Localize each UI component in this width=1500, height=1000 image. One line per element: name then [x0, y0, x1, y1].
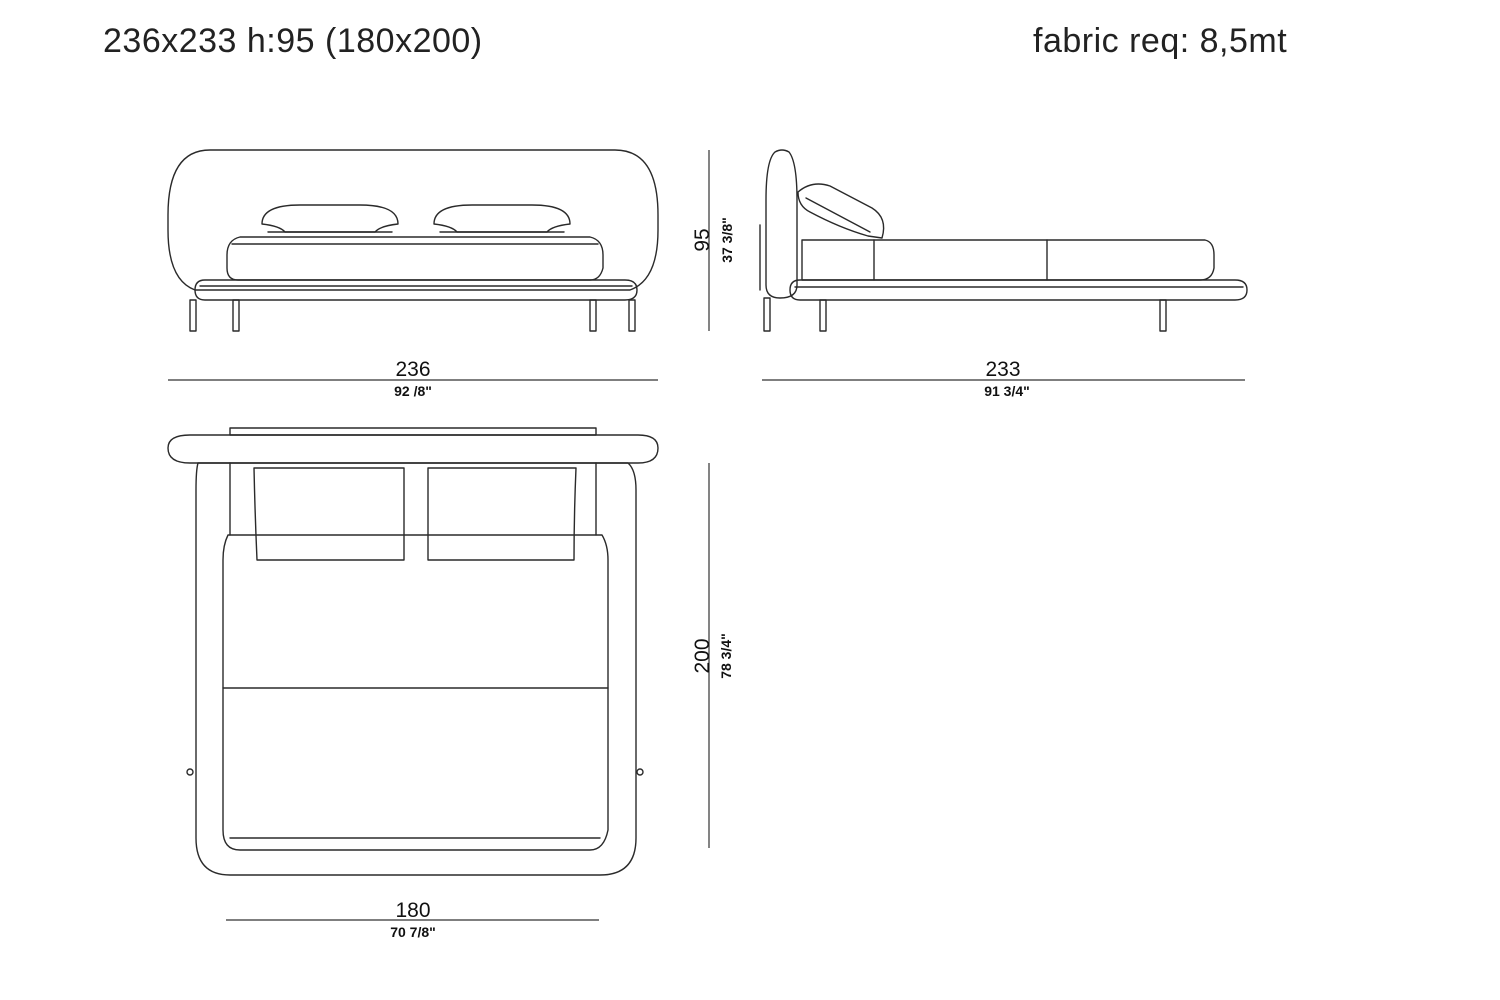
mattress-length-cm: 200 — [691, 638, 714, 673]
front-headboard — [167, 149, 659, 291]
top-mattress — [222, 534, 609, 851]
mattress-width-inch: 70 7/8" — [390, 924, 436, 940]
side-view — [759, 149, 1248, 332]
top-pillow-left — [253, 467, 405, 561]
front-mattress — [226, 236, 604, 281]
header-dimensions: 236x233 h:95 (180x200) — [103, 22, 483, 60]
height-cm: 95 — [691, 228, 714, 251]
front-width-cm: 236 — [395, 358, 430, 381]
front-view — [167, 149, 659, 332]
height-inch: 37 3/8" — [719, 217, 735, 263]
front-base — [194, 279, 638, 301]
mattress-width-cm: 180 — [395, 899, 430, 922]
front-pillow-left — [261, 204, 399, 233]
top-pillow-right — [427, 467, 577, 561]
side-headboard — [765, 149, 798, 299]
header-fabric-requirement: fabric req: 8,5mt — [1033, 22, 1288, 60]
side-length-cm: 233 — [985, 358, 1020, 381]
mattress-length-inch: 78 3/4" — [718, 633, 734, 679]
side-length-inch: 91 3/4" — [984, 383, 1030, 399]
top-headboard — [167, 434, 659, 464]
side-mattress — [801, 239, 1215, 281]
front-pillow-right — [433, 204, 571, 233]
side-pillow — [797, 183, 885, 239]
top-frame — [195, 462, 637, 876]
top-view — [167, 427, 659, 876]
front-width-inch: 92 /8" — [394, 383, 432, 399]
side-base — [789, 279, 1248, 301]
